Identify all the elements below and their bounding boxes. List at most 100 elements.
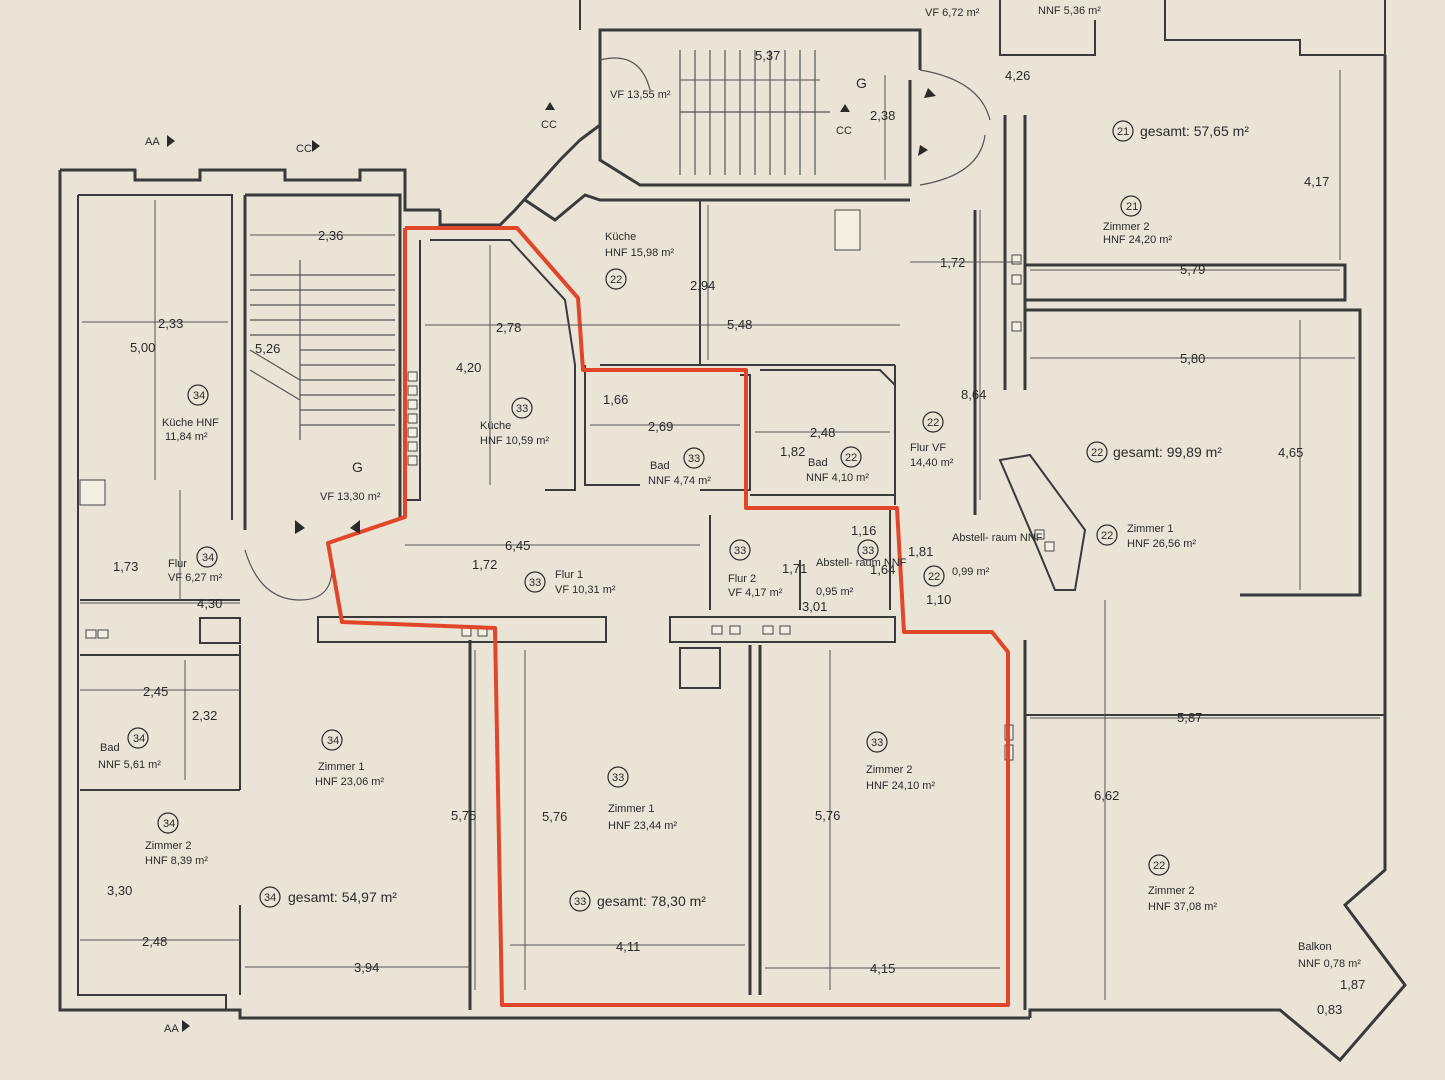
- u34-kitchen-num: 34: [193, 390, 205, 402]
- dim-label: 5,87: [1177, 710, 1202, 725]
- dim-label: 5,79: [1180, 262, 1205, 277]
- u33-hall1-name: Flur 1: [555, 569, 583, 581]
- u33-bath-num: 33: [688, 453, 700, 465]
- dim-label: 2,94: [690, 278, 715, 293]
- section-arrow-cc-1: [545, 102, 555, 110]
- dim-label: 5,00: [130, 340, 155, 355]
- u21-room2-name: Zimmer 2: [1103, 221, 1149, 233]
- section-arrow-bottom: [182, 1020, 190, 1032]
- dim-label: 4,30: [197, 596, 222, 611]
- top-nnf-label: NNF 5,36 m²: [1038, 5, 1101, 17]
- left-stair-letter: G: [352, 459, 363, 475]
- u22-hall-num: 22: [927, 417, 939, 429]
- u34-room1-area: HNF 23,06 m²: [315, 776, 384, 788]
- u21-total-num: 21: [1117, 126, 1129, 138]
- room-number-circles: [127, 120, 1170, 912]
- dim-label: 2,48: [810, 425, 835, 440]
- dim-label: 1,66: [603, 392, 628, 407]
- u34-bath-num: 34: [133, 733, 145, 745]
- dim-label: 6,45: [505, 538, 530, 553]
- u33-room1-name: Zimmer 1: [608, 803, 654, 815]
- u33-storage-num: 33: [862, 545, 874, 557]
- dim-label: 3,01: [802, 599, 827, 614]
- u34-room2-name: Zimmer 2: [145, 840, 191, 852]
- top-stair-width: 2,38: [870, 108, 895, 123]
- door-arrow-2: [350, 520, 360, 534]
- dim-label: 1,16: [851, 523, 876, 538]
- door-arrow-1: [295, 520, 305, 534]
- u33-kitchen-name: Küche: [480, 420, 511, 432]
- dim-label: 8,64: [961, 387, 986, 402]
- unit-33-highlight: [326, 226, 1010, 1007]
- u33-total-num: 33: [574, 896, 586, 908]
- u34-total-num: 34: [264, 892, 276, 904]
- section-arrow-top: [167, 135, 175, 147]
- u22-hall-area: 14,40 m²: [910, 457, 954, 469]
- u22-room1-num: 22: [1101, 530, 1113, 542]
- dim-label: 3,30: [107, 883, 132, 898]
- u34-room1-name: Zimmer 1: [318, 761, 364, 773]
- left-stairs: [244, 260, 395, 601]
- u34-bath-area: NNF 5,61 m²: [98, 759, 161, 771]
- u22-total-num: 22: [1091, 447, 1103, 459]
- section-mark-aa-bottom: AA: [164, 1023, 179, 1035]
- section-mark-cc-1: CC: [541, 119, 557, 131]
- dim-label: 1,73: [113, 559, 138, 574]
- u21-room2-num: 21: [1126, 201, 1138, 213]
- u34-bath-name: Bad: [100, 742, 120, 754]
- left-stair-width: 2,36: [318, 228, 343, 243]
- u33-bath-area: NNF 4,74 m²: [648, 475, 711, 487]
- door-arrow-4: [918, 145, 928, 156]
- u21-total: gesamt: 57,65 m²: [1140, 123, 1249, 139]
- dim-label: 1,82: [780, 444, 805, 459]
- u33-room2-name: Zimmer 2: [866, 764, 912, 776]
- u34-kitchen-area: 11,84 m²: [165, 431, 208, 443]
- dim-label: 5,76: [815, 808, 840, 823]
- u22-hall-name: Flur VF: [910, 442, 946, 454]
- left-stair-area: VF 13,30 m²: [320, 491, 381, 503]
- u22-total: gesamt: 99,89 m²: [1113, 444, 1222, 460]
- top-stair-run: 5,37: [755, 48, 780, 63]
- dim-label: 2,45: [143, 684, 168, 699]
- section-mark-cc-2: CC: [836, 125, 852, 137]
- top-stairs: [599, 50, 991, 186]
- u34-hall-area: VF 6,27 m²: [168, 572, 223, 584]
- u33-kitchen-num: 33: [516, 403, 528, 415]
- dim-label: 1,71: [782, 561, 807, 576]
- u34-total: gesamt: 54,97 m²: [288, 889, 397, 905]
- dim-label: 2,33: [158, 316, 183, 331]
- u22-kitchen-num: 22: [610, 274, 622, 286]
- u22-room1-name: Zimmer 1: [1127, 523, 1173, 535]
- u33-hall1-num: 33: [529, 577, 541, 589]
- section-mark-cc-left: CC: [296, 143, 312, 155]
- dim-label: 1,64: [870, 562, 895, 577]
- u33-hall1-area: VF 10,31 m²: [555, 584, 616, 596]
- u22-kitchen-name: Küche: [605, 231, 636, 243]
- dimension-labels: 2,33 5,00 2,78 4,20 5,48 2,94 1,66 2,69 …: [107, 68, 1365, 1017]
- dim-label: 4,11: [616, 939, 640, 954]
- dim-label: 1,72: [940, 255, 965, 270]
- u22-room2-name: Zimmer 2: [1148, 885, 1194, 897]
- dim-label: 6,62: [1094, 788, 1119, 803]
- dim-label: 4,65: [1278, 445, 1303, 460]
- section-marks: AA CC CC CC AA: [145, 88, 936, 1035]
- u34-room2-area: HNF 8,39 m²: [145, 855, 208, 867]
- dim-label: 5,80: [1180, 351, 1205, 366]
- u22-kitchen-area: HNF 15,98 m²: [605, 247, 674, 259]
- walls: [58, 0, 1407, 1063]
- dim-label: 2,32: [192, 708, 217, 723]
- u21-room2-area: HNF 24,20 m²: [1103, 234, 1172, 246]
- u33-total: gesamt: 78,30 m²: [597, 893, 706, 909]
- dim-label: 5,76: [542, 809, 567, 824]
- u33-bath-name: Bad: [650, 460, 670, 472]
- dim-label: 1,10: [926, 592, 951, 607]
- u22-storage-num: 22: [928, 571, 940, 583]
- u34-hall-name: Flur: [168, 558, 187, 570]
- dim-label: 1,72: [472, 557, 497, 572]
- u22-bath-num: 22: [845, 452, 857, 464]
- left-stair-run: 5,26: [255, 341, 280, 356]
- u22-balcony-name: Balkon: [1298, 941, 1332, 953]
- dim-label: 0,83: [1317, 1002, 1342, 1017]
- dim-label: 2,48: [142, 934, 167, 949]
